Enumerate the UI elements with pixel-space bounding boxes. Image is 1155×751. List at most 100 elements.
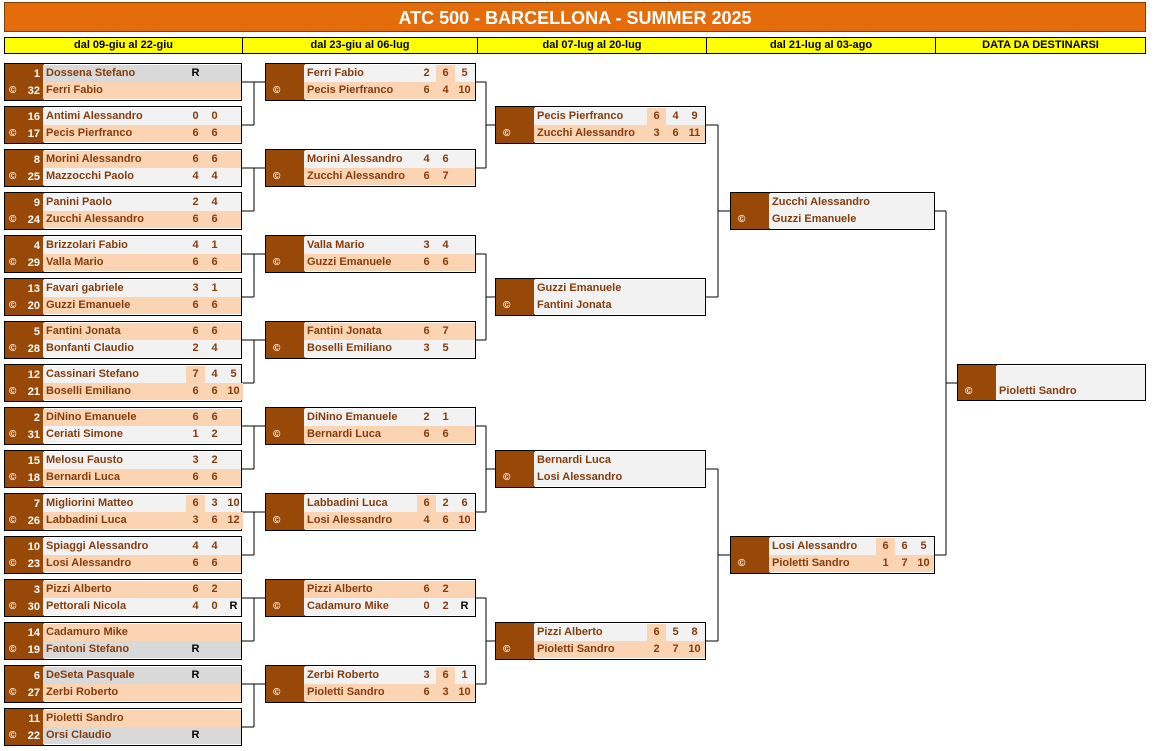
copyright-icon: © (273, 171, 281, 182)
set-score: 6 (186, 254, 205, 271)
set-score: 6 (186, 297, 205, 314)
seed-number: 29 (27, 257, 40, 269)
set-score: 6 (876, 538, 895, 555)
set-score: 6 (666, 125, 685, 142)
copyright-icon: © (273, 429, 281, 440)
set-score: R (191, 643, 200, 655)
seed-column: © (266, 408, 305, 444)
player-name: Pioletti Sandro (537, 643, 615, 655)
set-score: 6 (205, 151, 224, 168)
set-score: 6 (417, 168, 436, 185)
set-score: 10 (914, 555, 933, 572)
player-row: DeSeta Pasquale R (43, 667, 241, 684)
seed-number: 5 (33, 326, 40, 338)
set-score: 6 (436, 426, 455, 443)
set-score: 5 (672, 626, 679, 638)
player-name: Cassinari Stefano (46, 368, 139, 380)
set-score: 2 (205, 581, 224, 598)
set-score: 5 (230, 368, 237, 380)
player-name: Guzzi Emanuele (537, 282, 622, 294)
set-score: 4 (192, 239, 199, 251)
seed-number: 22 (27, 730, 40, 742)
seed-number: 11 (28, 713, 40, 725)
set-score: 6 (461, 497, 468, 509)
set-score: 10 (455, 684, 474, 701)
player-row: Guzzi Emanuele (534, 280, 705, 297)
player-name: Fantini Jonata (46, 325, 121, 337)
round-header-5: DATA DA DESTINARSI (935, 37, 1146, 54)
player-name: Brizzolari Fabio (46, 239, 128, 251)
seed-number: 21 (27, 386, 40, 398)
player-row (996, 366, 1145, 383)
player-name: DiNino Emanuele (307, 411, 398, 423)
seed-number: 1 (33, 68, 40, 80)
set-score: 7 (436, 168, 455, 185)
set-score: R (191, 67, 200, 79)
set-score: 6 (205, 469, 224, 486)
seed-number: 6 (33, 670, 40, 682)
set-score: 6 (417, 82, 436, 99)
set-score: 6 (442, 153, 449, 165)
seed-number: 24 (27, 214, 40, 226)
set-score: 6 (417, 684, 436, 701)
seed-number: 8 (33, 154, 40, 166)
player-name: Guzzi Emanuele (772, 213, 857, 225)
player-name: Valla Mario (46, 256, 104, 268)
player-name: Zerbi Roberto (307, 669, 380, 681)
set-score: 4 (192, 170, 199, 182)
set-score: 7 (436, 323, 455, 340)
seed-column: © (266, 322, 305, 358)
copyright-icon: © (9, 300, 17, 311)
player-name: Losi Alessandro (537, 471, 623, 483)
set-score: 1 (461, 669, 468, 681)
set-score: R (191, 669, 200, 681)
copyright-icon: © (273, 257, 281, 268)
seed-column: © (496, 451, 535, 487)
player-name: Spiaggi Alessandro (46, 540, 149, 552)
player-name: Bernardi Luca (46, 471, 120, 483)
set-score: 3 (653, 127, 660, 139)
player-name: DeSeta Pasquale (46, 669, 135, 681)
copyright-icon: © (965, 386, 973, 397)
copyright-icon: © (9, 257, 17, 268)
player-name: Zucchi Alessandro (307, 170, 406, 182)
seed-number: 9 (33, 197, 40, 209)
page-title: ATC 500 - BARCELLONA - SUMMER 2025 (4, 2, 1146, 32)
set-score: 12 (224, 512, 243, 529)
player-name: Cadamuro Mike (307, 600, 389, 612)
set-score: R (191, 729, 200, 741)
set-score: 2 (653, 643, 660, 655)
player-row: Guzzi Emanuele (769, 211, 934, 228)
player-name: Ferri Fabio (307, 67, 364, 79)
player-name: Guzzi Emanuele (307, 256, 392, 268)
seed-number: 12 (27, 369, 40, 381)
seed-number: 27 (27, 687, 40, 699)
set-score: 4 (423, 514, 430, 526)
seed-column: © (958, 365, 997, 400)
